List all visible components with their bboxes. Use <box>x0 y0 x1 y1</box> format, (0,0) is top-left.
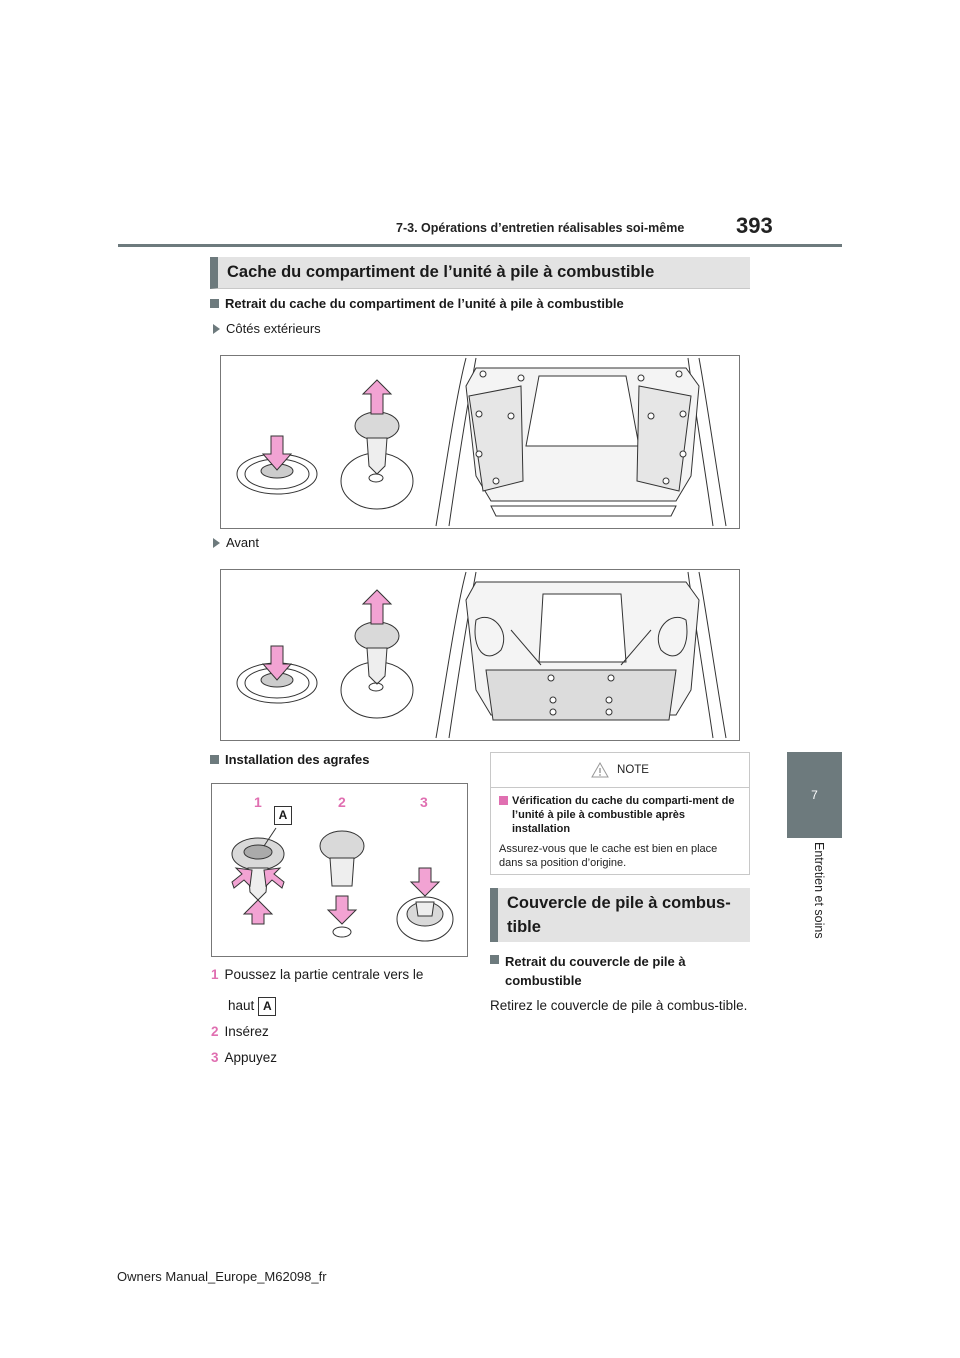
front-label: Avant <box>213 535 259 550</box>
note-box: NOTE Vérification du cache du comparti-m… <box>490 752 750 875</box>
callout-1: 1 <box>254 794 262 810</box>
section-title-fuel-cell-cover: Cache du compartiment de l’unité à pile … <box>210 257 750 289</box>
outer-sides-label: Côtés extérieurs <box>213 321 321 336</box>
removal-heading-text: Retrait du cache du compartiment de l’un… <box>225 296 624 311</box>
clip-installation-illustration <box>231 827 454 942</box>
triangle-bullet-icon <box>213 537 220 548</box>
section-title-fuel-cell-lid: Couvercle de pile à combus- tible <box>490 888 750 942</box>
outer-sides-illustration <box>236 357 727 527</box>
step-1: 1 Poussez la partie centrale vers le <box>211 967 423 982</box>
note-subheading: Vérification du cache du comparti-ment d… <box>491 788 749 836</box>
callout-letter-a: A <box>274 806 292 825</box>
step-1-letter: A <box>258 997 277 1016</box>
step-1-text: Poussez la partie centrale vers le <box>224 967 424 982</box>
header-rule <box>118 244 842 247</box>
step-1-text-cont: haut <box>228 998 255 1014</box>
lid-removal-heading: Retrait du couvercle de pile à combustib… <box>490 952 740 990</box>
callout-3: 3 <box>420 794 428 810</box>
chapter-tab[interactable]: 7 <box>787 752 842 838</box>
note-text: Assurez-vous que le cache est bien en pl… <box>499 843 718 869</box>
figure-clip-installation: 1 2 3 A <box>211 783 468 957</box>
section2-title-line1: Couvercle de pile à combus- <box>507 894 731 912</box>
footer-text: Owners Manual_Europe_M62098_fr <box>117 1269 327 1284</box>
square-bullet-icon <box>210 755 219 764</box>
step-2-text: Insérez <box>224 1024 269 1039</box>
step-2: 2 Insérez <box>211 1024 269 1039</box>
lid-removal-text: Retirez le couvercle de pile à combus-ti… <box>490 998 748 1013</box>
warning-triangle-icon <box>591 762 609 778</box>
note-title: NOTE <box>617 764 649 776</box>
note-header: NOTE <box>491 753 749 788</box>
square-bullet-icon <box>210 299 219 308</box>
chapter-tab-label: Entretien et soins <box>812 842 826 939</box>
figure-front <box>220 569 740 741</box>
step-2-number: 2 <box>211 1024 219 1039</box>
clip-install-heading: Installation des agrafes <box>210 752 370 767</box>
triangle-bullet-icon <box>213 323 220 334</box>
square-bullet-icon <box>499 796 508 805</box>
chapter-tab-number: 7 <box>811 788 818 802</box>
section2-title-line2: tible <box>507 918 541 936</box>
front-illustration <box>236 571 727 739</box>
step-3-text: Appuyez <box>224 1050 278 1065</box>
chapter-label: 7-3. Opérations d’entretien réalisables … <box>396 221 685 235</box>
step-3-number: 3 <box>211 1050 219 1065</box>
section-title-text: Cache du compartiment de l’unité à pile … <box>227 263 655 281</box>
page-number: 393 <box>736 213 773 238</box>
callout-2: 2 <box>338 794 346 810</box>
square-bullet-icon <box>490 955 499 964</box>
step-1-number: 1 <box>211 967 219 982</box>
removal-heading: Retrait du cache du compartiment de l’un… <box>210 296 750 311</box>
figure-outer-sides <box>220 355 740 529</box>
step-3: 3 Appuyez <box>211 1050 277 1065</box>
